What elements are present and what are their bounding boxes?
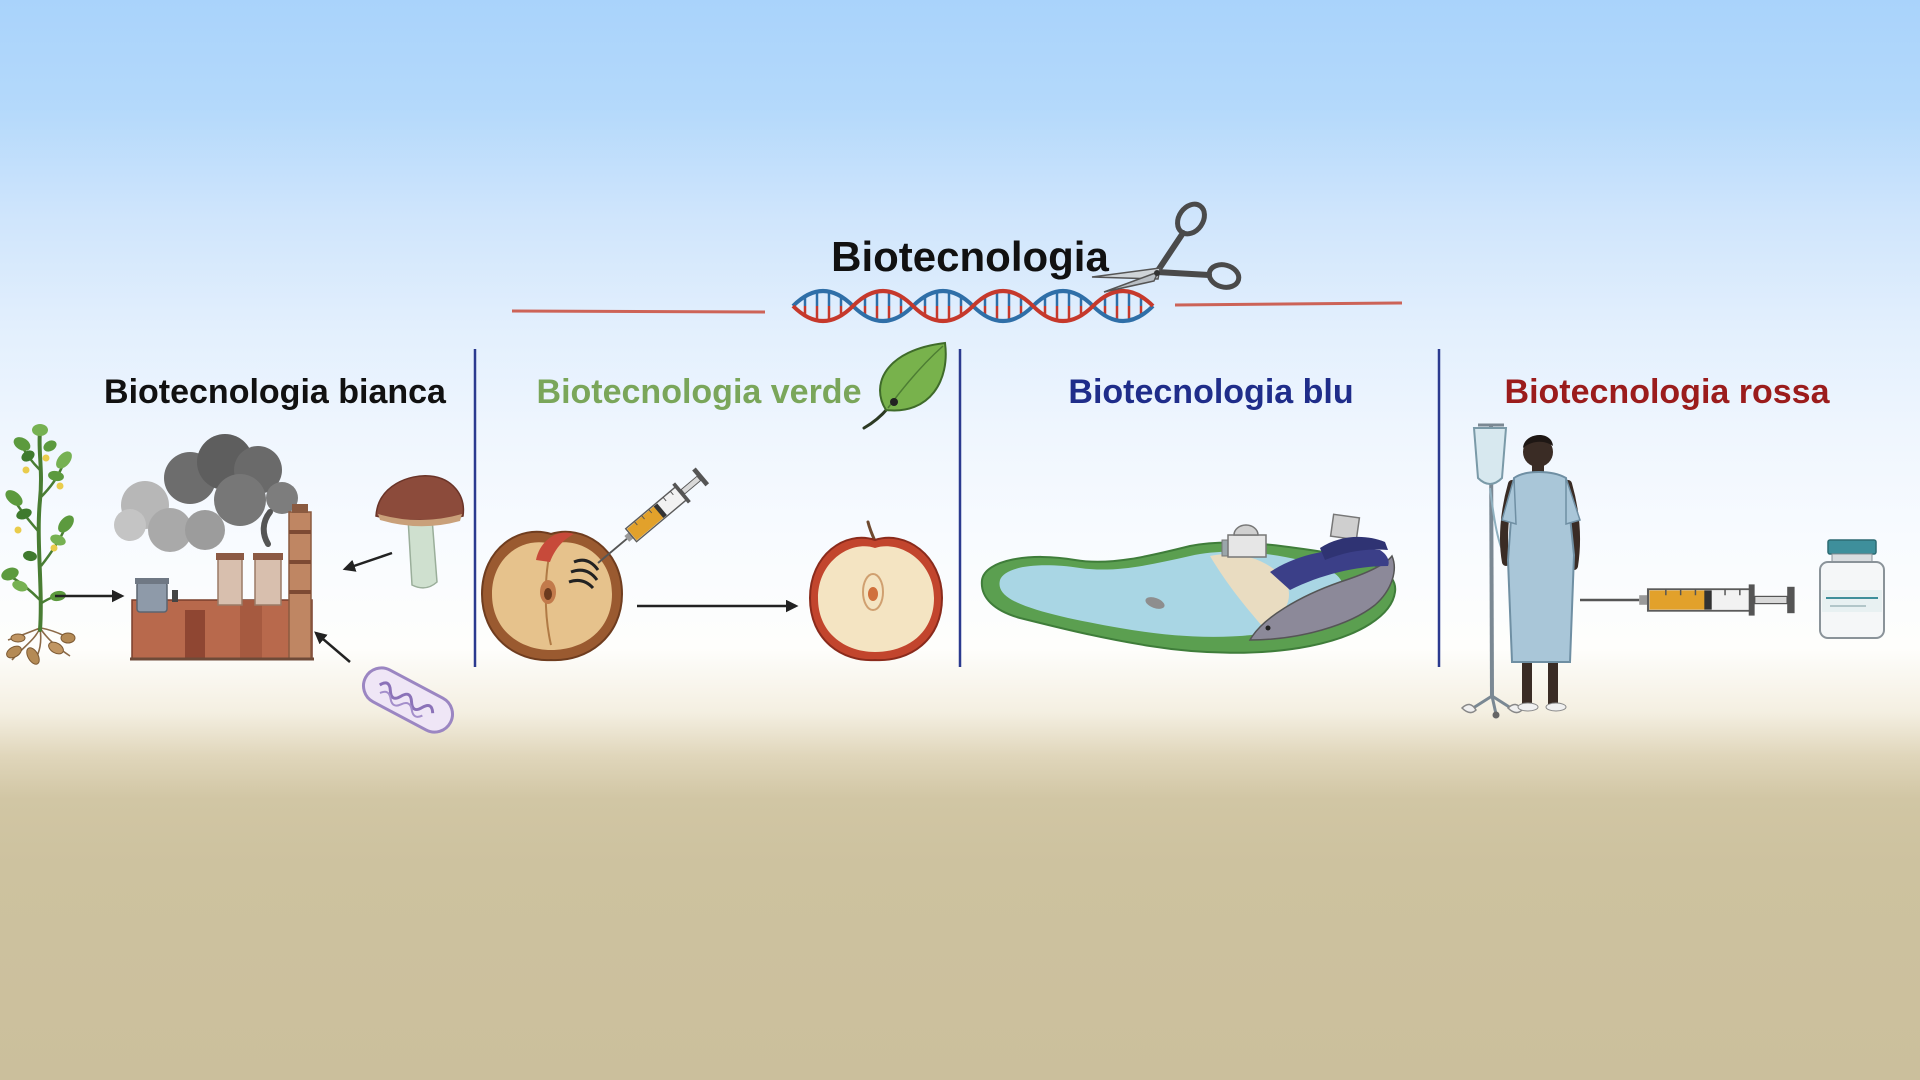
smoke-icon xyxy=(114,434,298,552)
dna-rungs-lower xyxy=(803,306,1143,321)
arrow-icon xyxy=(342,551,393,572)
apple-icon xyxy=(808,520,944,662)
apple-icon xyxy=(480,530,624,662)
syringe-icon xyxy=(1578,582,1797,618)
dna-rungs-upper xyxy=(803,291,1143,306)
scissors-icon xyxy=(1091,201,1242,293)
header-line-right xyxy=(1174,301,1403,307)
vial-icon xyxy=(1819,539,1885,639)
plant-icon xyxy=(1,424,76,665)
leaf-icon xyxy=(862,341,947,430)
header-line-left xyxy=(511,309,766,314)
fish-icon xyxy=(1248,536,1396,641)
dna-icon xyxy=(791,289,1155,323)
iv-drip-icon xyxy=(1460,423,1523,719)
factory-icon xyxy=(130,504,314,661)
bacteria-icon xyxy=(362,666,454,734)
mushroom-icon xyxy=(375,475,465,589)
label-biotecnologia-verde: Biotecnologia verde xyxy=(536,373,862,411)
label-biotecnologia-rossa: Biotecnologia rossa xyxy=(1504,373,1830,411)
label-biotecnologia-blu: Biotecnologia blu xyxy=(1068,373,1354,411)
main-title: Biotecnologia xyxy=(831,233,1109,280)
patient-icon xyxy=(1500,434,1581,712)
lake-icon xyxy=(980,513,1397,654)
dna-strand-b xyxy=(791,289,1155,323)
arrow-icon xyxy=(314,631,351,663)
label-biotecnologia-bianca: Biotecnologia bianca xyxy=(104,373,446,411)
